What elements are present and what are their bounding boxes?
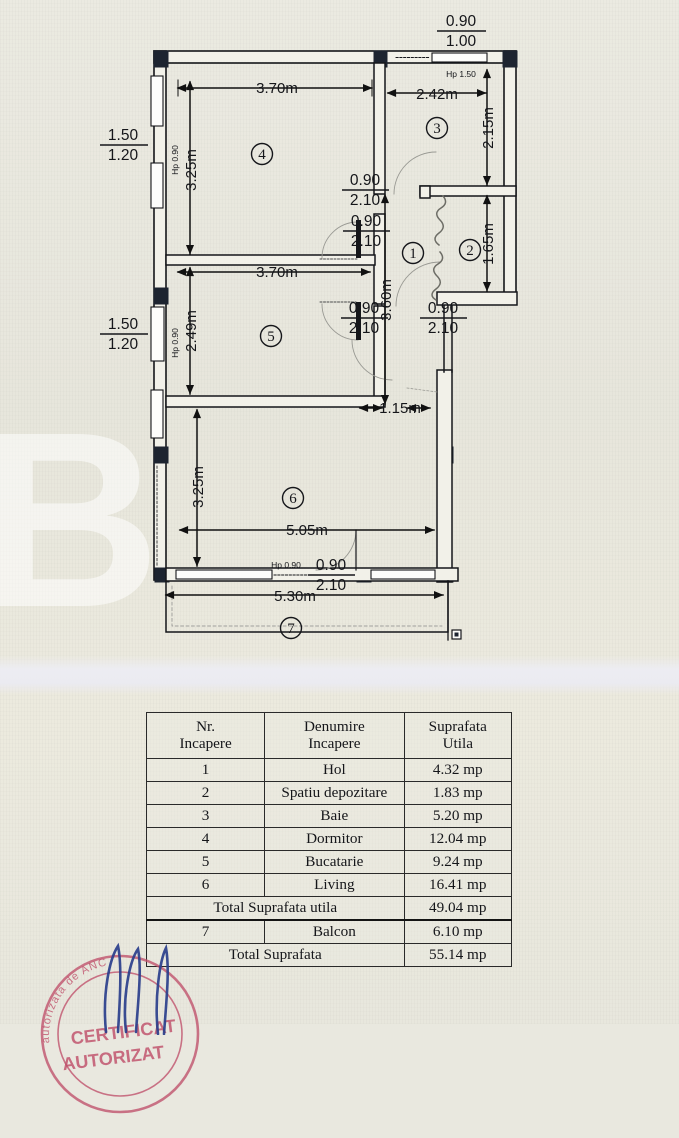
floor-plan: 4 3 1 2 5 6 7 3.70m 2.42m 3.70m 1.15m 5.… bbox=[100, 13, 518, 641]
table-row: 2 Spatiu depozitare 1.83 mp bbox=[145, 781, 512, 806]
cell-name: Bucatarie bbox=[264, 850, 405, 875]
door-label-width-2: 0.90 bbox=[428, 300, 459, 317]
cell-total-utila-value: 49.04 mp bbox=[403, 896, 512, 921]
cell-nr: 7 bbox=[145, 919, 266, 945]
door-label-width-5: 0.90 bbox=[349, 300, 380, 317]
room-schedule-table: Nr. Incapere Denumire Incapere Suprafata… bbox=[145, 711, 512, 968]
header-den-line1: Denumire bbox=[303, 718, 365, 735]
cell-name: Balcon bbox=[264, 919, 405, 945]
hp-label-left-upper: Hp 0.90 bbox=[170, 145, 180, 175]
hp-label-left-lower: Hp 0.90 bbox=[170, 328, 180, 358]
table-row: 4 Dormitor 12.04 mp bbox=[145, 827, 512, 852]
cell-area: 5.20 mp bbox=[403, 804, 512, 829]
room-number-4: 4 bbox=[258, 147, 266, 163]
window-left-upper-width: 1.50 bbox=[108, 127, 139, 144]
stamp-line-1: CERTIFICAT bbox=[70, 1016, 177, 1049]
table-row-total: Total Suprafata 55.14 mp bbox=[146, 943, 512, 968]
cell-nr: 6 bbox=[145, 873, 266, 898]
header-sup-line2: Utila bbox=[442, 735, 473, 753]
cell-nr: 4 bbox=[145, 827, 266, 852]
cell-name: Dormitor bbox=[264, 827, 405, 852]
cell-nr: 5 bbox=[145, 850, 266, 875]
door-label-height-bath: 2.10 bbox=[350, 192, 381, 209]
stamp-line-2: AUTORIZAT bbox=[61, 1042, 165, 1074]
hp-label-top-window: Hp 1.50 bbox=[446, 69, 476, 79]
room-number-1: 1 bbox=[409, 246, 417, 262]
hp-label-balcony-door: Hp 0.90 bbox=[271, 560, 301, 570]
dim-room5-height: 2.49m bbox=[183, 310, 200, 352]
cell-area: 9.24 mp bbox=[403, 850, 512, 875]
dim-hall-width: 1.15m bbox=[379, 400, 421, 417]
cell-name: Baie bbox=[264, 804, 405, 829]
table-row: 3 Baie 5.20 mp bbox=[145, 804, 512, 829]
room-schedule-table-wrapper: Nr. Incapere Denumire Incapere Suprafata… bbox=[145, 711, 512, 968]
stamp-outer-text: autorizata de ANC bbox=[40, 956, 107, 1043]
dim-room4-width: 3.70m bbox=[256, 80, 298, 97]
window-left-upper-height: 1.20 bbox=[108, 147, 139, 164]
cell-area: 6.10 mp bbox=[403, 919, 512, 945]
cell-name: Living bbox=[264, 873, 405, 898]
door-label-width-balcony: 0.90 bbox=[316, 557, 347, 574]
cell-area: 12.04 mp bbox=[403, 827, 512, 852]
table-row-balcon: 7 Balcon 6.10 mp bbox=[145, 919, 512, 945]
table-header-row: Nr. Incapere Denumire Incapere Suprafata… bbox=[145, 711, 512, 760]
cell-nr: 2 bbox=[145, 781, 266, 806]
room-number-5: 5 bbox=[267, 329, 275, 345]
svg-text:autorizata de ANC: autorizata de ANC bbox=[40, 956, 108, 1043]
certification-stamp: autorizata de ANC CERTIFICAT AUTORIZAT bbox=[40, 954, 200, 1114]
cell-nr: 3 bbox=[145, 804, 266, 829]
dim-hall-height: 3.60m bbox=[378, 279, 395, 321]
dim-room4-height: 3.25m bbox=[183, 149, 200, 191]
window-left-lower-height: 1.20 bbox=[108, 336, 139, 353]
room-number-7: 7 bbox=[287, 621, 295, 637]
scan-glare-band bbox=[0, 655, 679, 695]
door-label-height-balcony: 2.10 bbox=[316, 577, 347, 594]
cell-area: 16.41 mp bbox=[403, 873, 512, 898]
cell-name: Hol bbox=[264, 758, 405, 783]
room-number-2: 2 bbox=[466, 243, 474, 259]
door-label-width-bath: 0.90 bbox=[350, 172, 381, 189]
dim-balcony-width: 5.30m bbox=[274, 588, 316, 605]
door-label-width-4: 0.90 bbox=[351, 213, 382, 230]
window-top-width: 0.90 bbox=[446, 13, 477, 30]
table-row: 5 Bucatarie 9.24 mp bbox=[145, 850, 512, 875]
cell-total-value: 55.14 mp bbox=[403, 943, 512, 968]
dim-room5-width: 3.70m bbox=[256, 264, 298, 281]
header-denumire-incapere: Denumire Incapere bbox=[264, 711, 405, 760]
header-nr-line2: Incapere bbox=[179, 735, 232, 753]
window-left-lower-width: 1.50 bbox=[108, 316, 139, 333]
cell-area: 1.83 mp bbox=[403, 781, 512, 806]
cell-name: Spatiu depozitare bbox=[264, 781, 405, 806]
dim-room6-height: 3.25m bbox=[190, 466, 207, 508]
cell-total-label: Total Suprafata bbox=[146, 943, 405, 968]
header-den-line2: Incapere bbox=[308, 735, 361, 753]
table-row-total-utila: Total Suprafata utila 49.04 mp bbox=[146, 896, 512, 921]
cell-total-utila-label: Total Suprafata utila bbox=[146, 896, 405, 921]
room-number-6: 6 bbox=[289, 491, 297, 507]
dim-room3-height: 2.15m bbox=[480, 107, 497, 149]
cell-area: 4.32 mp bbox=[403, 758, 512, 783]
door-label-height-2: 2.10 bbox=[428, 320, 459, 337]
dim-room2-height: 1.65m bbox=[480, 223, 497, 265]
header-suprafata-utila: Suprafata Utila bbox=[403, 711, 512, 760]
header-sup-line1: Suprafata bbox=[428, 718, 487, 735]
table-row: 1 Hol 4.32 mp bbox=[145, 758, 512, 783]
table-row: 6 Living 16.41 mp bbox=[145, 873, 512, 898]
header-nr-incapere: Nr. Incapere bbox=[145, 711, 266, 760]
dim-room6-width: 5.05m bbox=[286, 522, 328, 539]
window-top-height: 1.00 bbox=[446, 33, 477, 50]
room-number-3: 3 bbox=[433, 121, 441, 137]
header-nr-line1: Nr. bbox=[196, 718, 216, 735]
dim-room3-width: 2.42m bbox=[416, 86, 458, 103]
cell-nr: 1 bbox=[145, 758, 266, 783]
door-label-height-5: 2.10 bbox=[349, 320, 380, 337]
door-label-height-4: 2.10 bbox=[351, 233, 382, 250]
